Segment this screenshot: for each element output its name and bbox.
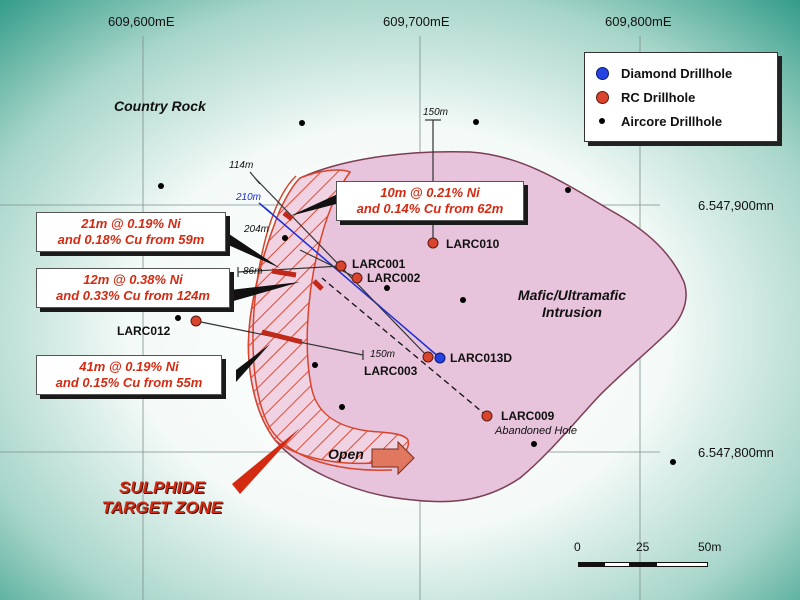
- intercept-callout: 10m @ 0.21% Ni and 0.14% Cu from 62m: [336, 181, 524, 221]
- drillhole-label: LARC013D: [450, 351, 513, 365]
- northing-label: 6.547,800mn: [698, 445, 774, 460]
- legend-row-diamond: Diamond Drillhole: [595, 61, 767, 85]
- drillhole-label: LARC009: [501, 409, 555, 423]
- callout-pointers: [226, 193, 340, 494]
- intrusion-label-line1: Mafic/Ultramafic: [517, 287, 627, 303]
- intercept-line: and 0.14% Cu from 62m: [356, 201, 504, 216]
- legend-label: RC Drillhole: [621, 89, 696, 105]
- legend-row-aircore: Aircore Drillhole: [595, 109, 767, 133]
- depth-label: 86m: [243, 266, 263, 277]
- aircore-hole-icon: [595, 114, 609, 128]
- scale-segment: [630, 562, 656, 567]
- intercept-callout: 41m @ 0.19% Ni and 0.15% Cu from 55m: [36, 355, 222, 395]
- scale-label: 50m: [698, 540, 722, 554]
- diamond-hole: [434, 352, 446, 364]
- rc-hole-icon: [595, 90, 609, 104]
- drillhole-label: LARC003: [364, 364, 418, 378]
- legend-label: Aircore Drillhole: [621, 113, 723, 129]
- northing-label: 6.547,900mn: [698, 198, 774, 213]
- intrusion-label: Mafic/Ultramafic Intrusion: [510, 287, 634, 321]
- aircore-holes: [158, 119, 676, 465]
- intercept-line: 41m @ 0.19% Ni: [79, 359, 179, 374]
- intercept-line: and 0.15% Cu from 55m: [55, 375, 203, 390]
- intrusion-label-line2: Intrusion: [542, 304, 602, 320]
- depth-label: 114m: [229, 160, 254, 171]
- easting-label: 609,600mE: [108, 14, 175, 29]
- sulphide-target-zone: [247, 169, 410, 465]
- country-rock-label: Country Rock: [114, 98, 206, 114]
- depth-label: 150m: [370, 349, 396, 360]
- open-arrow: [371, 440, 415, 476]
- sulphide-target-label: SULPHIDE TARGET ZONE: [72, 478, 252, 518]
- easting-label: 609,700mE: [383, 14, 450, 29]
- legend-row-rc: RC Drillhole: [595, 85, 767, 109]
- scale-label: 25: [636, 540, 650, 554]
- target-zone-outline: [252, 175, 393, 471]
- depth-label: 150m: [423, 107, 449, 118]
- intercept-line: and 0.33% Cu from 124m: [56, 288, 210, 303]
- scale-segment: [656, 562, 708, 567]
- legend-label: Diamond Drillhole: [621, 65, 733, 81]
- depth-label: 204m: [244, 224, 270, 235]
- intercept-line: 21m @ 0.19% Ni: [81, 216, 181, 231]
- intercept-callout: 21m @ 0.19% Ni and 0.18% Cu from 59m: [36, 212, 226, 252]
- drillhole-label: LARC010: [446, 237, 500, 251]
- intercept-callout: 12m @ 0.38% Ni and 0.33% Cu from 124m: [36, 268, 230, 308]
- legend: Diamond Drillhole RC Drillhole Aircore D…: [584, 52, 778, 142]
- intercept-line: 12m @ 0.38% Ni: [83, 272, 183, 287]
- drillhole-label: LARC002: [367, 271, 421, 285]
- intercept-segments: [261, 211, 324, 345]
- intercept-line: and 0.18% Cu from 59m: [57, 232, 205, 247]
- open-label: Open: [328, 446, 364, 462]
- diamond-hole-icon: [595, 66, 609, 80]
- drillhole-label: LARC001: [352, 257, 406, 271]
- rc-holes: [190, 237, 493, 422]
- scale-segment: [578, 562, 604, 567]
- scale-segment: [604, 562, 630, 567]
- drillhole-label: LARC012: [117, 324, 171, 338]
- sulphide-line1: SULPHIDE: [119, 478, 205, 497]
- scale-label: 0: [574, 540, 581, 554]
- easting-label: 609,800mE: [605, 14, 672, 29]
- depth-label: 210m: [236, 192, 262, 203]
- abandoned-note: Abandoned Hole: [495, 425, 577, 437]
- scale-bar: 0 25 50m: [574, 540, 721, 580]
- intercept-line: 10m @ 0.21% Ni: [380, 185, 480, 200]
- sulphide-line2: TARGET ZONE: [101, 498, 223, 517]
